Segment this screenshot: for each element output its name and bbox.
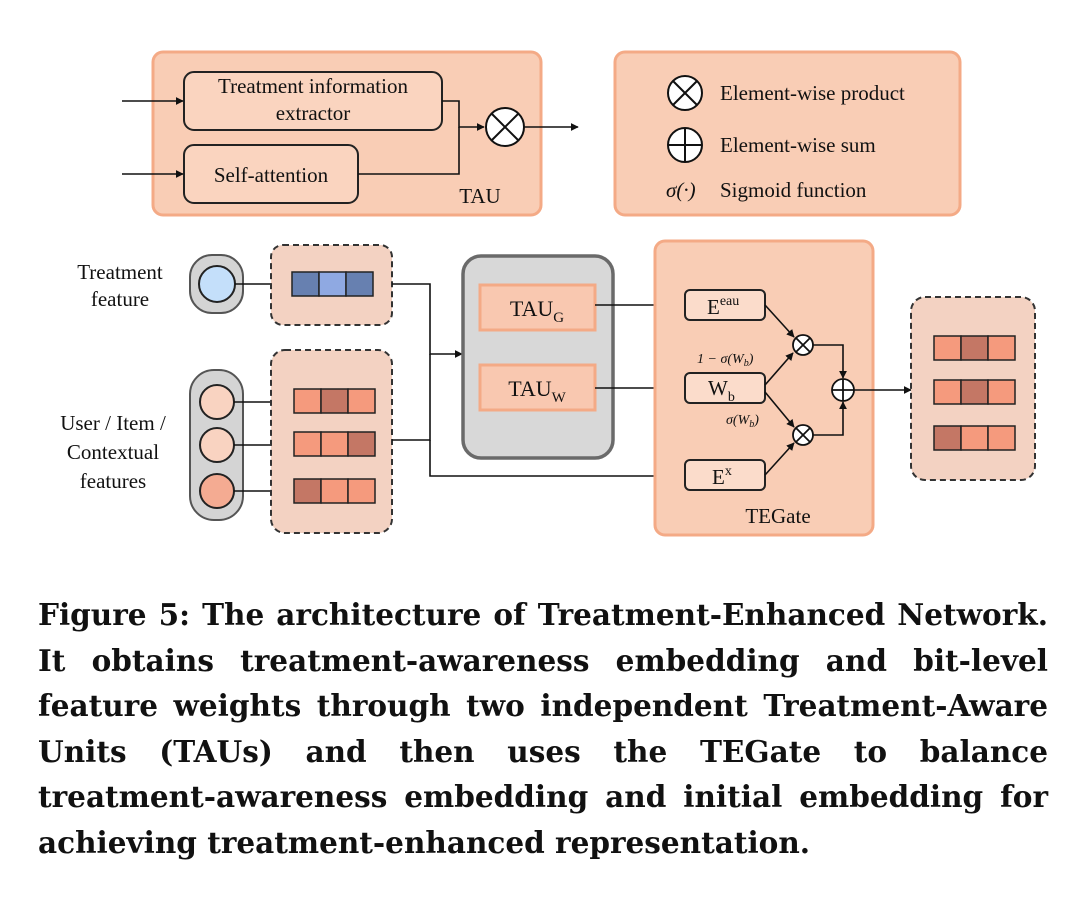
- e-eau-superscript: eau: [720, 294, 739, 309]
- e-x-superscript: x: [725, 464, 732, 479]
- user-features-label-2: Contextual: [67, 440, 159, 464]
- context-embedding-group: [270, 349, 393, 534]
- sigma-wb-label: σ(W: [726, 413, 751, 428]
- tau-label: TAU: [459, 184, 500, 208]
- svg-text:TAUG: TAUG: [510, 296, 564, 326]
- output-embedding-group: [910, 296, 1036, 481]
- tau-legend-panel: Treatment information extractor Self-att…: [122, 50, 579, 217]
- tau-g-label: TAU: [510, 296, 554, 321]
- tau-w-label: TAU: [508, 376, 552, 401]
- sum-symbol-icon: [667, 127, 703, 163]
- user-features-label-1: User / Item /: [60, 411, 166, 435]
- svg-text:Eeau: Eeau: [707, 294, 739, 319]
- tau-product-icon: [485, 107, 525, 147]
- gate-product-top-icon: [792, 334, 814, 356]
- tegate-label: TEGate: [745, 504, 810, 528]
- w-b-subscript: b: [728, 390, 735, 405]
- treatment-input-node: [189, 254, 244, 314]
- tau-block: TAUG TAUW: [461, 254, 615, 460]
- one-minus-sigma-close: ): [748, 352, 754, 367]
- figure-caption: Figure 5: The architecture of Treatment-…: [38, 597, 1048, 860]
- sigmoid-symbol: σ(·): [666, 178, 696, 202]
- gate-product-bottom-icon: [792, 424, 814, 446]
- sum-symbol-label: Element-wise sum: [720, 133, 876, 157]
- sigma-wb-subscript: b: [749, 419, 754, 430]
- tau-w-box: [478, 363, 597, 412]
- sigma-wb-close: ): [753, 413, 759, 428]
- w-b-label: W: [708, 376, 728, 400]
- architecture-diagram: Treatment information extractor Self-att…: [60, 50, 1036, 537]
- sigmoid-label: Sigmoid function: [720, 178, 867, 202]
- treatment-extractor-label-1: Treatment information: [218, 74, 408, 98]
- user-features-label-3: features: [80, 469, 146, 493]
- one-minus-sigma-label: 1 − σ(W: [697, 352, 745, 367]
- treatment-feature-label-2: feature: [91, 287, 149, 311]
- product-symbol-icon: [667, 75, 703, 111]
- tau-g-box: [478, 283, 597, 332]
- gate-sum-icon: [831, 378, 855, 402]
- tegate-panel: Eeau Wb Ex 1 − σ(Wb) σ(Wb) TEGate: [653, 239, 875, 537]
- w-b-box: [684, 372, 766, 404]
- product-symbol-label: Element-wise product: [720, 81, 905, 105]
- svg-text:Ex: Ex: [712, 464, 732, 489]
- treatment-extractor-label-2: extractor: [276, 101, 351, 125]
- symbols-legend-panel: Element-wise product Element-wise sum σ(…: [613, 50, 962, 217]
- svg-text:1 − σ(Wb): 1 − σ(Wb): [697, 352, 754, 369]
- svg-text:TAUW: TAUW: [508, 376, 566, 406]
- svg-text:Wb: Wb: [708, 376, 735, 405]
- one-minus-sigma-subscript: b: [744, 358, 749, 369]
- treatment-embedding-group: [270, 244, 393, 326]
- e-x-label: E: [712, 465, 725, 489]
- tau-g-subscript: G: [553, 310, 564, 326]
- treatment-feature-label-1: Treatment: [77, 260, 163, 284]
- self-attention-label: Self-attention: [214, 163, 329, 187]
- svg-text:σ(Wb): σ(Wb): [726, 413, 759, 430]
- e-eau-label: E: [707, 295, 720, 319]
- tau-w-subscript: W: [552, 390, 567, 406]
